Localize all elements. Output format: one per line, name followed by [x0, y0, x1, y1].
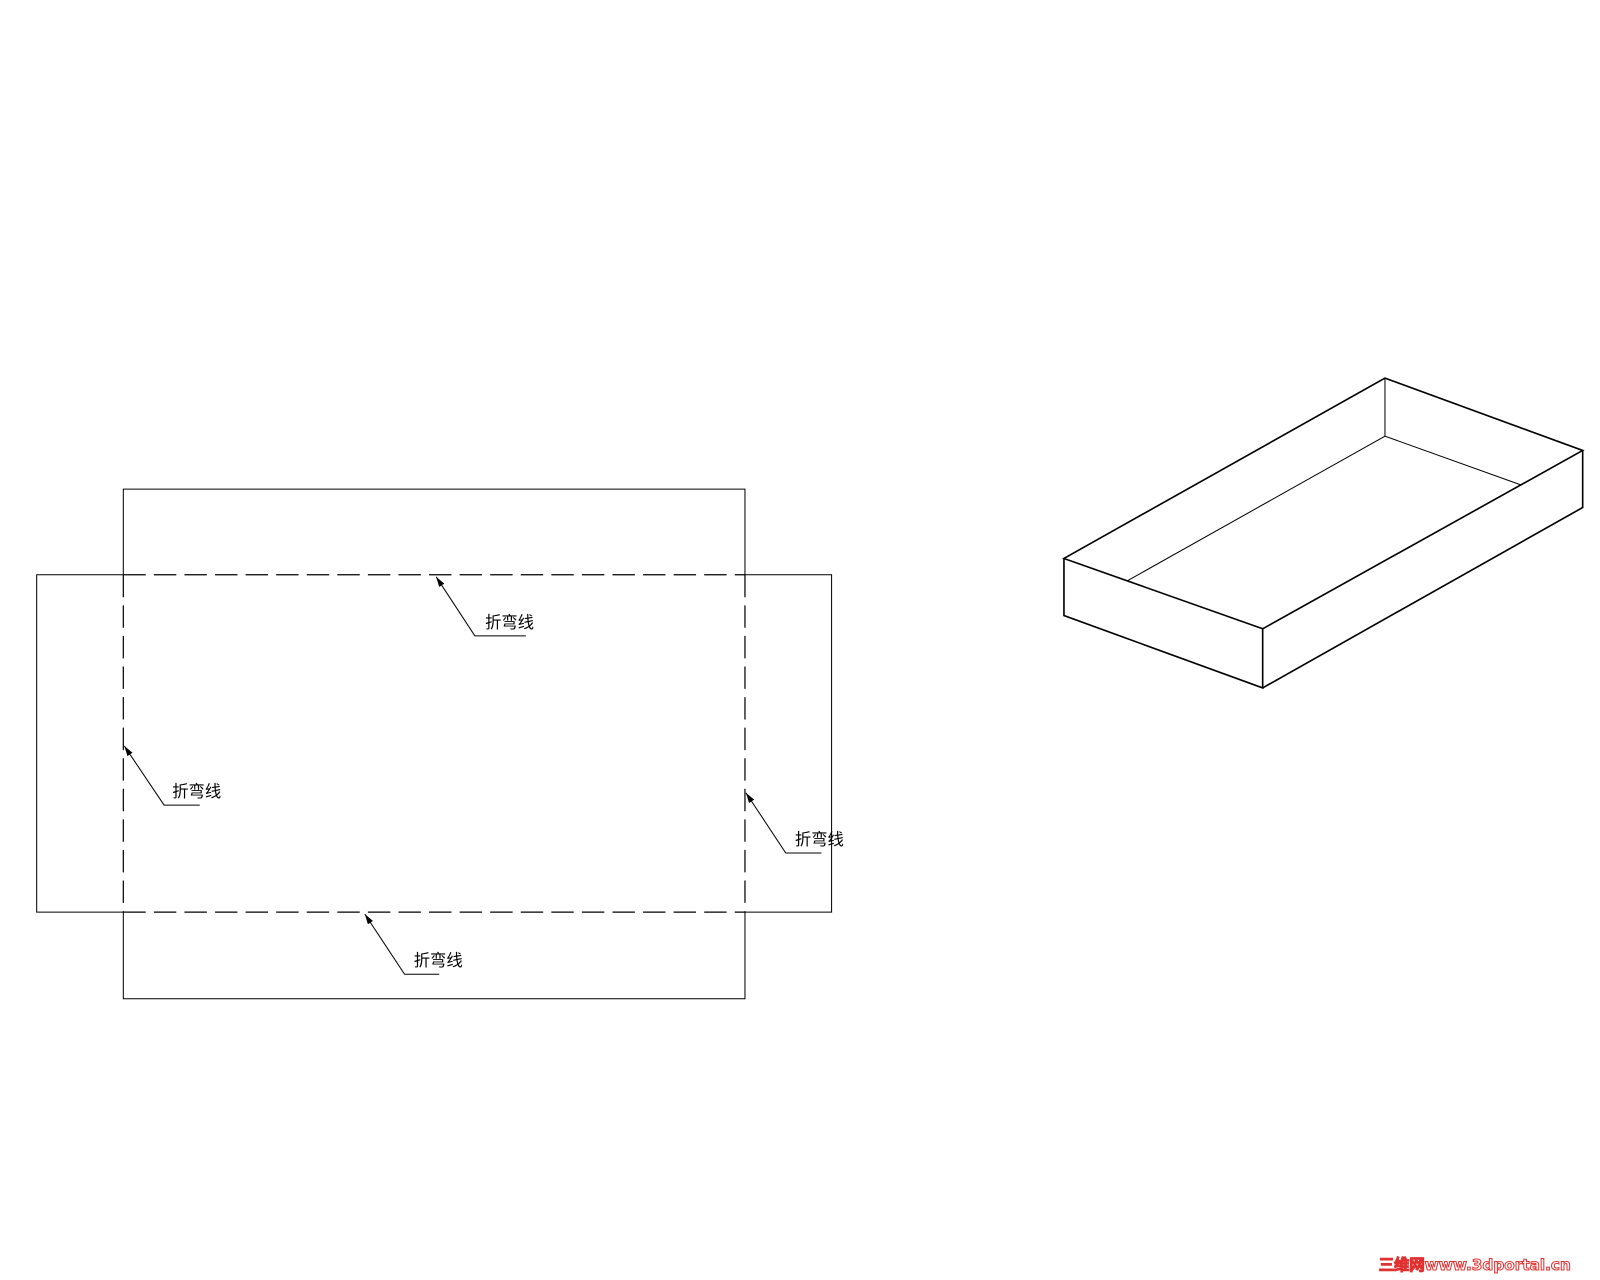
tray-inner-edges: [1126, 435, 1522, 582]
outline-bottom-flap: [122, 912, 746, 1000]
callout-left: 折弯线: [123, 745, 221, 806]
tray-right-face: [1262, 450, 1584, 689]
outline-left-flap: [36, 574, 124, 913]
leader-arrow: [364, 913, 440, 975]
leader-arrow: [745, 792, 822, 854]
leader-arrow: [435, 576, 526, 637]
isometric-tray: [1061, 377, 1585, 690]
callout-right: 折弯线: [745, 792, 844, 854]
outline-top-flap: [122, 488, 746, 575]
callout-bottom: 折弯线: [364, 913, 463, 975]
leader-arrow: [123, 745, 200, 806]
fold-label-top: 折弯线: [485, 613, 534, 632]
fold-label-left: 折弯线: [172, 782, 221, 801]
fold-label-right: 折弯线: [795, 830, 844, 849]
tray-top-rim: [1061, 377, 1585, 630]
tray-front-face: [1063, 558, 1264, 690]
flat-pattern: 折弯线 折弯线 折弯线 折弯线: [36, 488, 844, 1000]
fold-label-bottom: 折弯线: [414, 951, 463, 970]
callout-top: 折弯线: [435, 576, 534, 637]
outline-right-flap: [744, 574, 833, 913]
watermark-logo: 三维网www.3dportal.cn: [1379, 1256, 1571, 1274]
